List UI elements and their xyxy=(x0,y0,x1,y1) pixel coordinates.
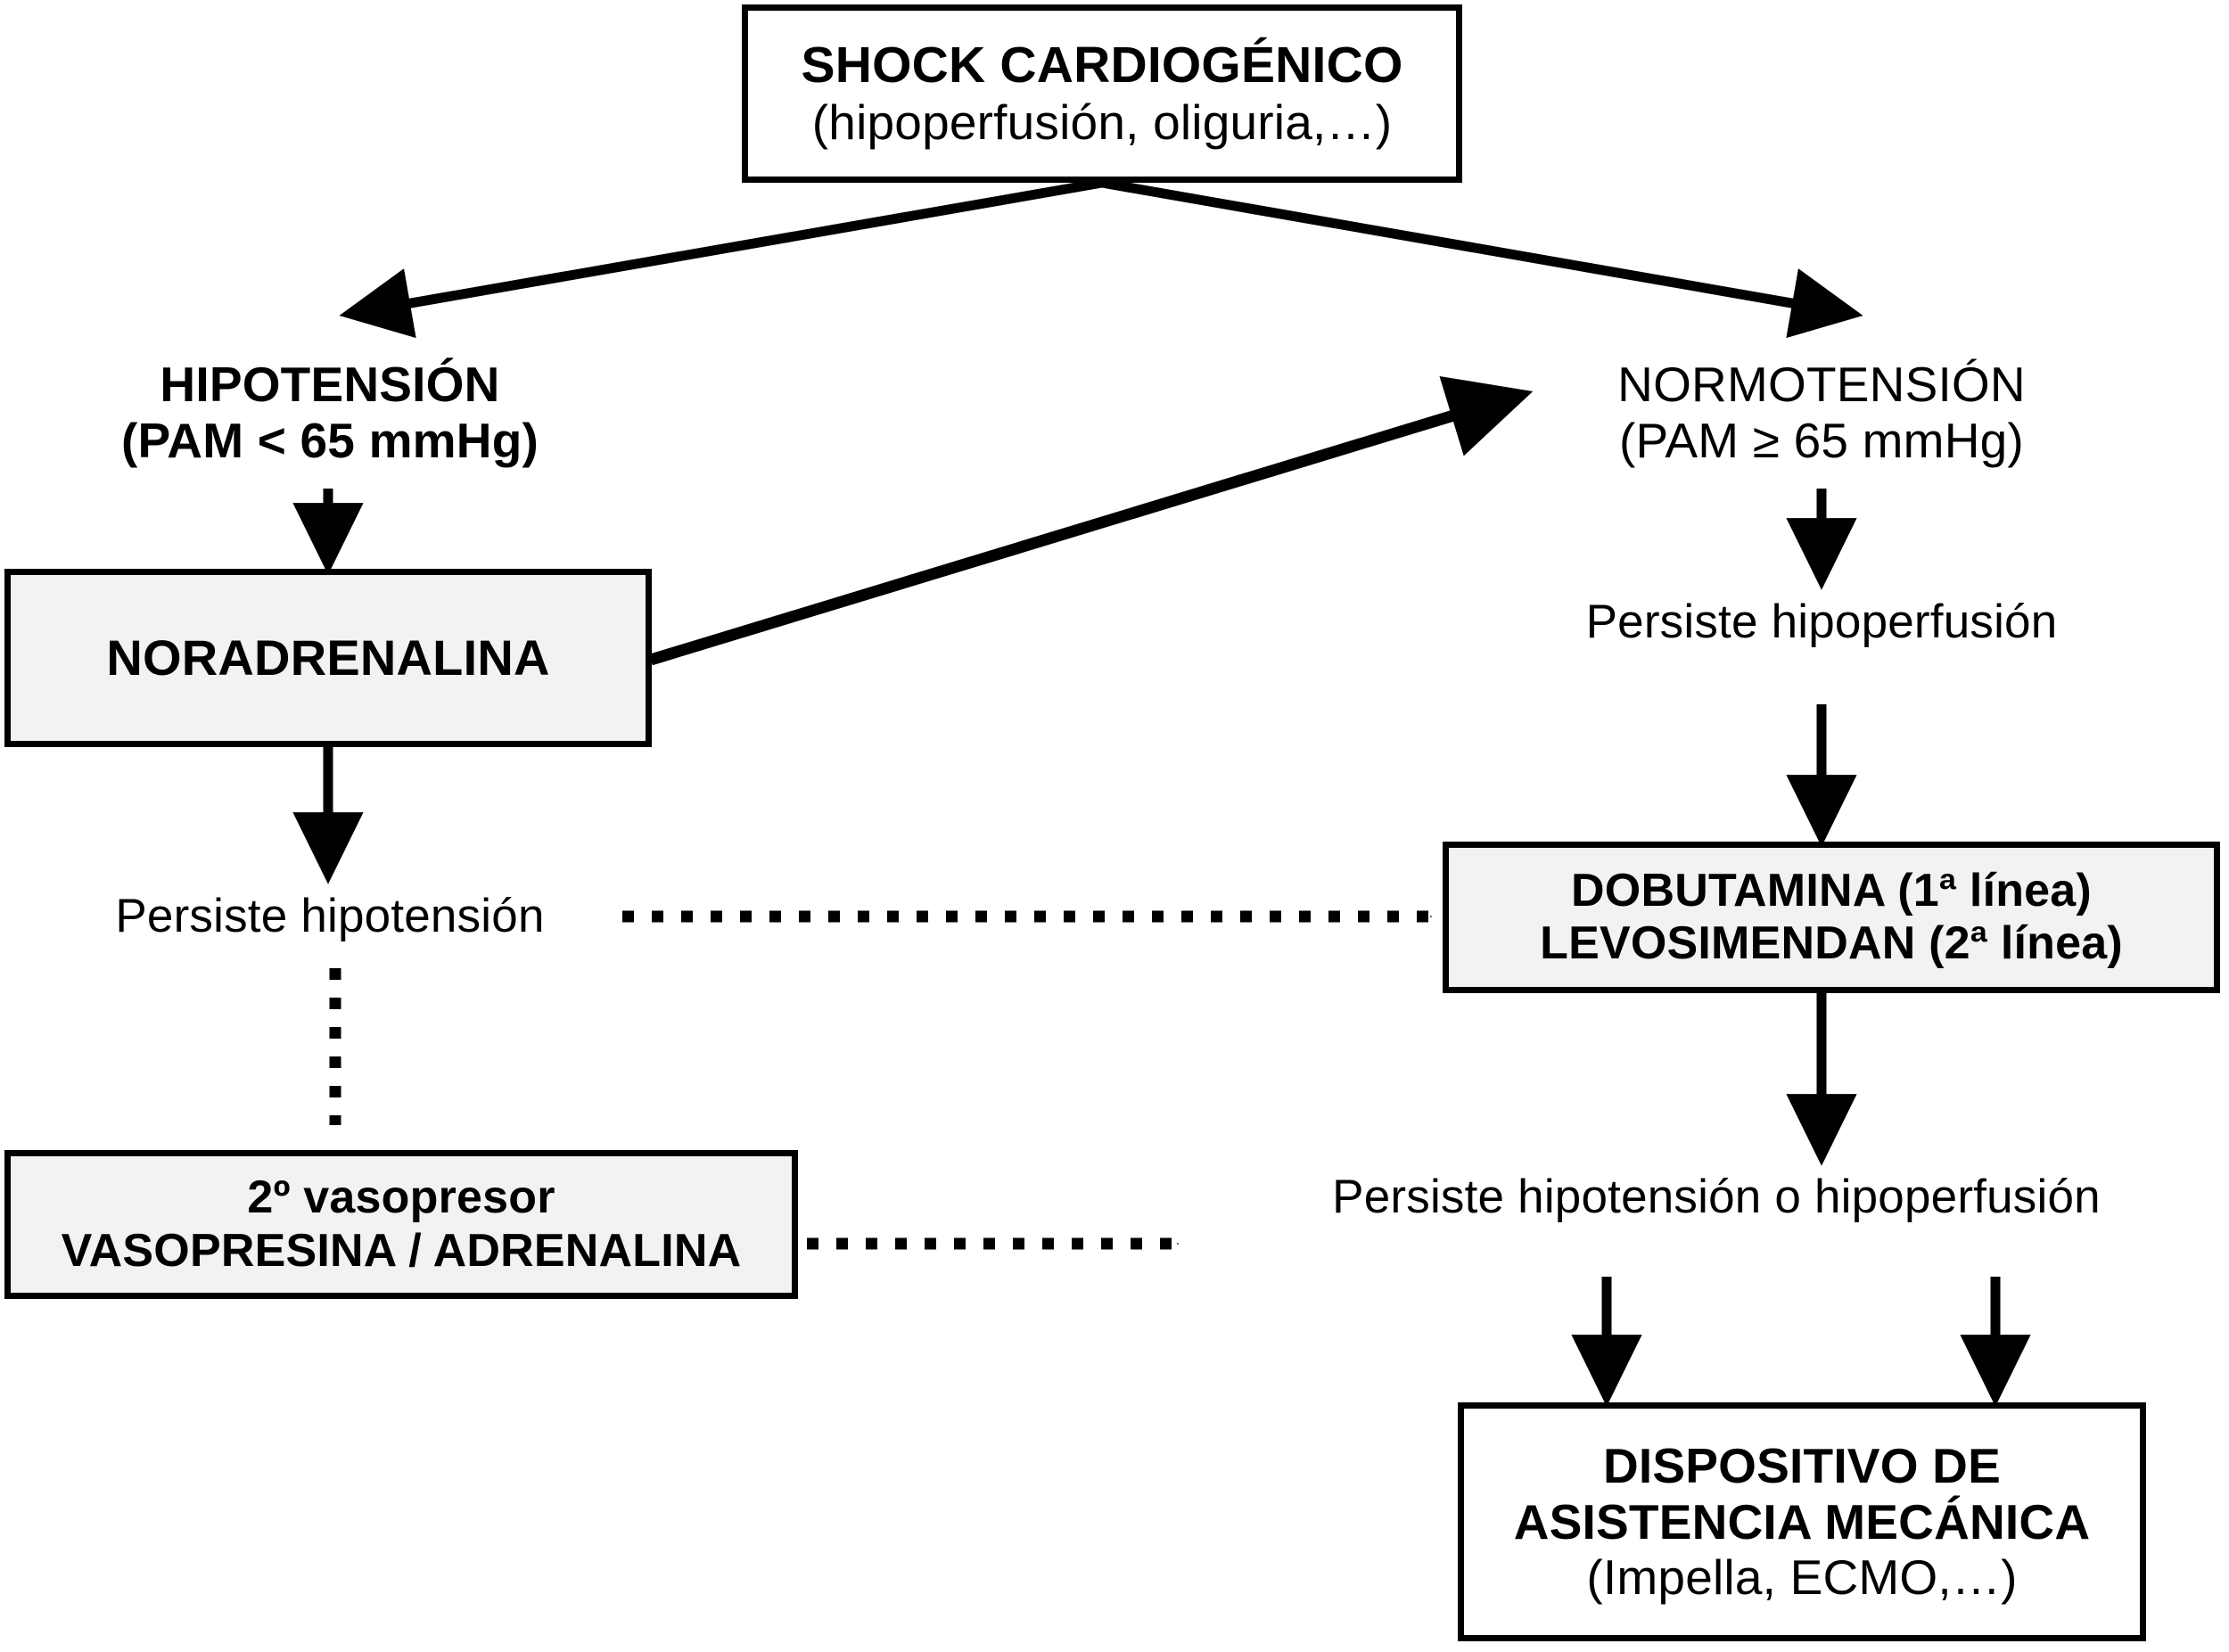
node-persiste-hipoperfusion-line1: Persiste hipoperfusión xyxy=(1585,595,2058,648)
node-persiste-hipotension-o-hipoperfusion: Persiste hipotensión o hipoperfusión xyxy=(1266,1159,2167,1236)
node-normotension-line2: (PAM ≥ 65 mmHg) xyxy=(1619,413,2024,468)
node-hipotension-line1: HIPOTENSIÓN xyxy=(160,357,500,413)
node-dispositivo-line2: ASISTENCIA MECÁNICA xyxy=(1513,1493,2091,1549)
node-segundo-vasopresor-line1: 2º vasopresor xyxy=(247,1171,555,1224)
node-persiste-hipotension: Persiste hipotensión xyxy=(36,878,624,955)
node-persiste-hipoperfusion: Persiste hipoperfusión xyxy=(1527,584,2116,661)
node-persiste-ambos-line1: Persiste hipotensión o hipoperfusión xyxy=(1332,1170,2101,1223)
node-persiste-hipotension-line1: Persiste hipotensión xyxy=(115,889,545,942)
node-hipotension[interactable]: HIPOTENSIÓN (PAM < 65 mmHg) xyxy=(107,337,553,489)
node-dispositivo-asistencia-mecanica[interactable]: DISPOSITIVO DE ASISTENCIA MECÁNICA (Impe… xyxy=(1458,1402,2146,1641)
node-dispositivo-line3: (Impella, ECMO,…) xyxy=(1586,1549,2018,1606)
node-segundo-vasopresor[interactable]: 2º vasopresor VASOPRESINA / ADRENALINA xyxy=(4,1150,798,1299)
node-inotropos[interactable]: DOBUTAMINA (1ª línea) LEVOSIMENDAN (2ª l… xyxy=(1443,842,2220,993)
node-noradrenalina[interactable]: NORADRENALINA xyxy=(4,569,652,747)
node-segundo-vasopresor-line2: VASOPRESINA / ADRENALINA xyxy=(61,1224,742,1277)
node-dispositivo-line1: DISPOSITIVO DE xyxy=(1603,1437,2001,1493)
edge-split-right xyxy=(1101,177,1863,339)
edge-split-left xyxy=(339,177,1103,339)
node-inotropos-line2: LEVOSIMENDAN (2ª línea) xyxy=(1540,917,2123,969)
node-normotension[interactable]: NORMOTENSIÓN (PAM ≥ 65 mmHg) xyxy=(1599,337,2044,489)
node-inotropos-line1: DOBUTAMINA (1ª línea) xyxy=(1571,864,2092,916)
node-shock-cardiogenico-line2: (hipoperfusión, oliguria,…) xyxy=(811,95,1393,151)
node-hipotension-line2: (PAM < 65 mmHg) xyxy=(120,413,539,468)
node-shock-cardiogenico-line1: SHOCK CARDIOGÉNICO xyxy=(801,37,1403,95)
edge-noradrenalina-to-normotension xyxy=(649,375,1534,666)
node-normotension-line1: NORMOTENSIÓN xyxy=(1617,357,2026,413)
node-shock-cardiogenico[interactable]: SHOCK CARDIOGÉNICO (hipoperfusión, oligu… xyxy=(742,4,1462,183)
node-noradrenalina-line1: NORADRENALINA xyxy=(106,629,550,686)
